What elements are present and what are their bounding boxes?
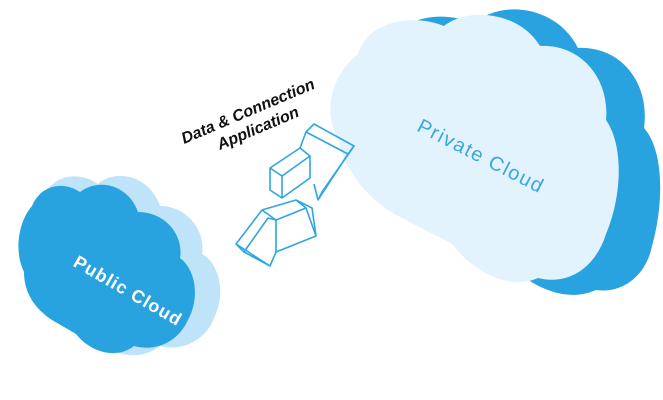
- arrow-up-right-icon: [269, 123, 355, 201]
- private-cloud-face: [330, 14, 619, 283]
- public-cloud-face: [18, 184, 195, 354]
- private-cloud: Private Cloud: [330, 9, 661, 295]
- connection-label: Data & Connection Application: [179, 76, 318, 154]
- arrow-down-left-icon: [235, 199, 317, 267]
- connection-arrows: [235, 123, 355, 267]
- public-cloud: Public Cloud: [18, 175, 221, 356]
